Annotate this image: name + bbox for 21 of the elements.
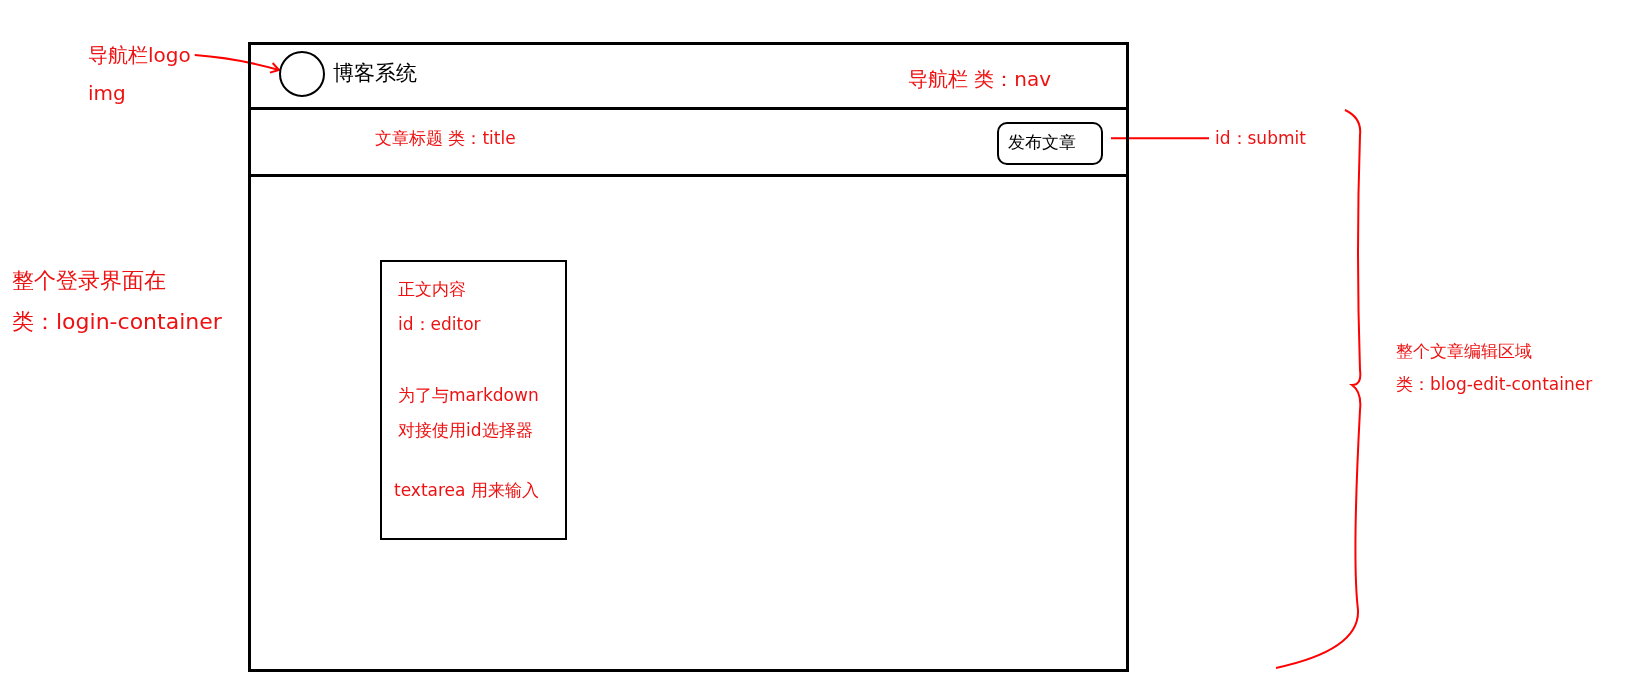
annotation-text: 整个登录界面在 <box>12 268 166 295</box>
annotation-text: 类：blog-edit-container <box>1396 374 1593 395</box>
annotation-text: 为了与markdown <box>398 385 539 406</box>
annotation-text: 类：login-container <box>12 309 222 336</box>
site-title: 博客系统 <box>333 61 417 87</box>
leader-line <box>1110 137 1210 140</box>
annotation-text: 文章标题 类：title <box>375 128 516 149</box>
arrow <box>193 54 280 74</box>
editor-box <box>380 260 567 540</box>
annotation-text: 对接使用id选择器 <box>398 420 533 441</box>
annotation-text: 导航栏 类：nav <box>908 67 1052 91</box>
annotation-text: textarea 用来输入 <box>394 480 539 501</box>
publish-button: 发布文章 <box>997 122 1103 165</box>
page-frame <box>248 42 1129 672</box>
annotation-text: 整个文章编辑区域 <box>1396 341 1532 362</box>
annotation-text: id：submit <box>1215 128 1306 149</box>
annotation-text: 正文内容 <box>398 279 466 300</box>
annotation-text: img <box>88 81 126 105</box>
empty-circle <box>279 51 325 97</box>
annotation-text: id：editor <box>398 314 481 335</box>
annotation-text: 导航栏logo <box>88 43 191 67</box>
